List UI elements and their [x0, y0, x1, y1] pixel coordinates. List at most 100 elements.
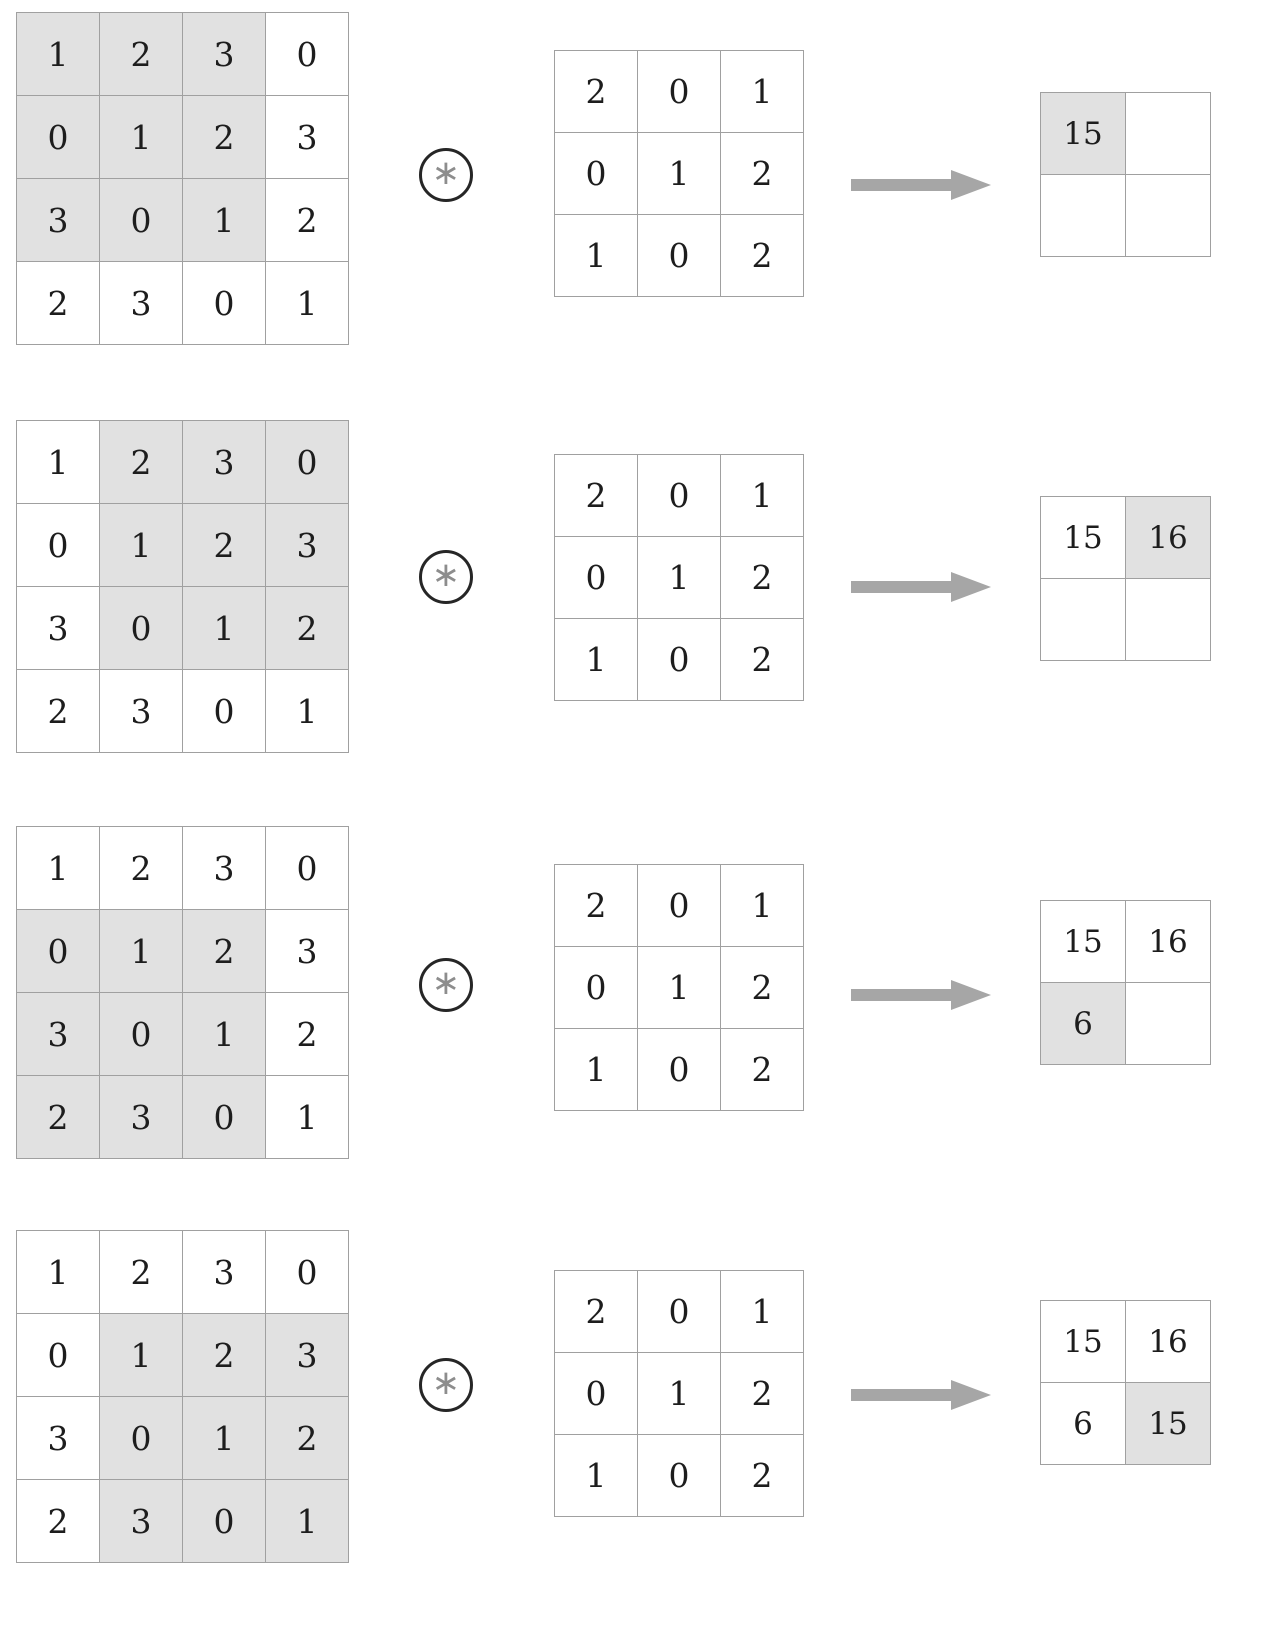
output-matrix-step2-cell-r1-c1	[1125, 578, 1211, 661]
input-matrix-step3-cell-r1-c2: 2	[182, 909, 266, 993]
output-matrix-step2-row	[1040, 578, 1211, 661]
output-matrix-step4-cell-r0-c1: 16	[1125, 1300, 1211, 1383]
input-matrix-step2-cell-r0-c2: 3	[182, 420, 266, 504]
input-matrix-step3-cell-r0-c0: 1	[16, 826, 100, 910]
result-arrow-icon	[851, 570, 991, 604]
input-matrix-step2-cell-r0-c1: 2	[99, 420, 183, 504]
asterisk-icon: ∗	[431, 555, 461, 595]
result-arrow-icon	[851, 168, 991, 202]
input-matrix-step3-cell-r3-c1: 3	[99, 1075, 183, 1159]
kernel-matrix-step4-cell-r0-c1: 0	[637, 1270, 721, 1353]
input-matrix-step4-cell-r3-c2: 0	[182, 1479, 266, 1563]
kernel-matrix-step1-cell-r2-c1: 0	[637, 214, 721, 297]
input-matrix-step4-cell-r1-c3: 3	[265, 1313, 349, 1397]
input-matrix-step3-cell-r3-c3: 1	[265, 1075, 349, 1159]
kernel-matrix-step1-cell-r1-c0: 0	[554, 132, 638, 215]
input-matrix-step1-cell-r0-c2: 3	[182, 12, 266, 96]
input-matrix-step4-cell-r3-c1: 3	[99, 1479, 183, 1563]
kernel-matrix-step2-cell-r2-c0: 1	[554, 618, 638, 701]
input-matrix-step1-cell-r1-c0: 0	[16, 95, 100, 179]
kernel-matrix-step3-cell-r0-c2: 1	[720, 864, 804, 947]
input-matrix-step3-cell-r2-c1: 0	[99, 992, 183, 1076]
input-matrix-step3-cell-r0-c3: 0	[265, 826, 349, 910]
input-matrix-step2-cell-r2-c0: 3	[16, 586, 100, 670]
output-matrix-step1-row	[1040, 174, 1211, 257]
kernel-matrix-step1-cell-r1-c1: 1	[637, 132, 721, 215]
input-matrix-step4-cell-r2-c2: 1	[182, 1396, 266, 1480]
kernel-matrix-step4-cell-r2-c2: 2	[720, 1434, 804, 1517]
kernel-matrix-step3-cell-r2-c1: 0	[637, 1028, 721, 1111]
input-matrix-step4-cell-r2-c3: 2	[265, 1396, 349, 1480]
input-matrix-step1-cell-r0-c1: 2	[99, 12, 183, 96]
input-matrix-step2-cell-r1-c1: 1	[99, 503, 183, 587]
input-matrix-step3-cell-r0-c2: 3	[182, 826, 266, 910]
output-matrix-step4-cell-r1-c1: 15	[1125, 1382, 1211, 1465]
convolution-operator-icon: ∗	[419, 1358, 473, 1412]
result-arrow-icon	[851, 978, 991, 1012]
output-matrix-step1-cell-r1-c1	[1125, 174, 1211, 257]
kernel-matrix-step4-cell-r0-c0: 2	[554, 1270, 638, 1353]
kernel-matrix-step1-cell-r0-c1: 0	[637, 50, 721, 133]
input-matrix-step3-cell-r0-c1: 2	[99, 826, 183, 910]
kernel-matrix-step3-cell-r1-c2: 2	[720, 946, 804, 1029]
input-matrix-step1-cell-r0-c0: 1	[16, 12, 100, 96]
output-matrix-step2-cell-r0-c0: 15	[1040, 496, 1126, 579]
input-matrix-step1-cell-r1-c3: 3	[265, 95, 349, 179]
convolution-operator-icon: ∗	[419, 550, 473, 604]
input-matrix-step3-cell-r1-c1: 1	[99, 909, 183, 993]
input-matrix-step4-cell-r0-c2: 3	[182, 1230, 266, 1314]
kernel-matrix-step2-cell-r2-c1: 0	[637, 618, 721, 701]
output-matrix-step2-cell-r1-c0	[1040, 578, 1126, 661]
kernel-matrix-step3-cell-r0-c0: 2	[554, 864, 638, 947]
input-matrix-step1-cell-r3-c2: 0	[182, 261, 266, 345]
input-matrix-step4-cell-r0-c1: 2	[99, 1230, 183, 1314]
input-matrix-step4-cell-r2-c1: 0	[99, 1396, 183, 1480]
output-matrix-step4-cell-r1-c0: 6	[1040, 1382, 1126, 1465]
input-matrix-step4-cell-r3-c0: 2	[16, 1479, 100, 1563]
kernel-matrix-step3-cell-r2-c2: 2	[720, 1028, 804, 1111]
input-matrix-step4-cell-r1-c2: 2	[182, 1313, 266, 1397]
input-matrix-step2-cell-r3-c3: 1	[265, 669, 349, 753]
input-matrix-step2-cell-r0-c3: 0	[265, 420, 349, 504]
output-matrix-step1-cell-r1-c0	[1040, 174, 1126, 257]
input-matrix-step1-cell-r2-c2: 1	[182, 178, 266, 262]
kernel-matrix-step3-cell-r0-c1: 0	[637, 864, 721, 947]
input-matrix-step4-cell-r0-c3: 0	[265, 1230, 349, 1314]
output-matrix-step3-cell-r1-c1	[1125, 982, 1211, 1065]
input-matrix-step3-cell-r2-c3: 2	[265, 992, 349, 1076]
output-matrix-step3-cell-r1-c0: 6	[1040, 982, 1126, 1065]
input-matrix-step3-cell-r2-c2: 1	[182, 992, 266, 1076]
convolution-operator-icon: ∗	[419, 958, 473, 1012]
kernel-matrix-step1-cell-r0-c2: 1	[720, 50, 804, 133]
